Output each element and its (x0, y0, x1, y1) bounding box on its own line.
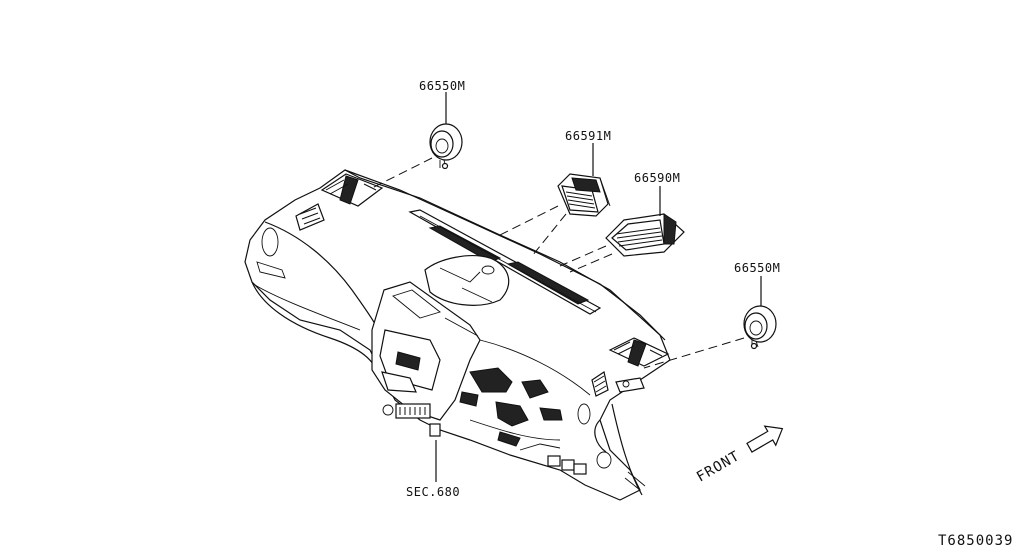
leader-lines (435, 92, 762, 482)
center-vent-left (557, 173, 611, 217)
instrument-panel (244, 169, 671, 501)
assembly-guide-lines (371, 157, 745, 369)
callout-66550M-right: 66550M (734, 261, 780, 275)
side-vent-left (429, 123, 463, 170)
front-arrow-icon (746, 425, 784, 453)
side-vent-right (743, 305, 777, 350)
callout-66590M: 66590M (634, 171, 680, 185)
callout-66550M-left: 66550M (419, 79, 465, 93)
front-direction-indicator: FRONT (694, 425, 784, 485)
callout-sec-680: SEC.680 (406, 485, 460, 499)
front-label: FRONT (694, 448, 743, 485)
callout-66591M: 66591M (565, 129, 611, 143)
center-vent-right (605, 213, 685, 257)
diagram-code: T6850039 (938, 533, 1013, 549)
